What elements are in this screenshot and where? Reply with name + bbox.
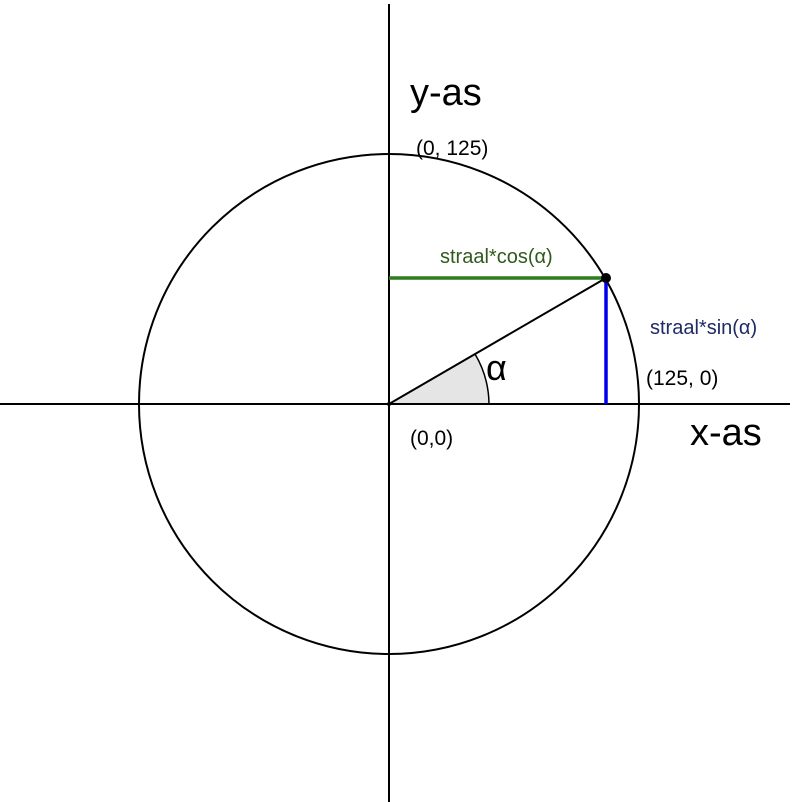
origin-point [387,402,391,406]
angle-arc [474,353,490,405]
angle-label: α [486,347,507,388]
angle-sector [389,354,489,404]
cos-label: straal*cos(α) [440,246,553,268]
radius-line [388,277,607,405]
y-axis-title: y-as [410,72,482,114]
x-axis-title: x-as [690,412,762,454]
circle-point [601,273,611,283]
right-point-label: (125, 0) [646,367,718,390]
top-point-label: (0, 125) [416,137,488,160]
circle [138,153,640,655]
sin-label: straal*sin(α) [650,317,757,339]
origin-label: (0,0) [410,427,453,450]
